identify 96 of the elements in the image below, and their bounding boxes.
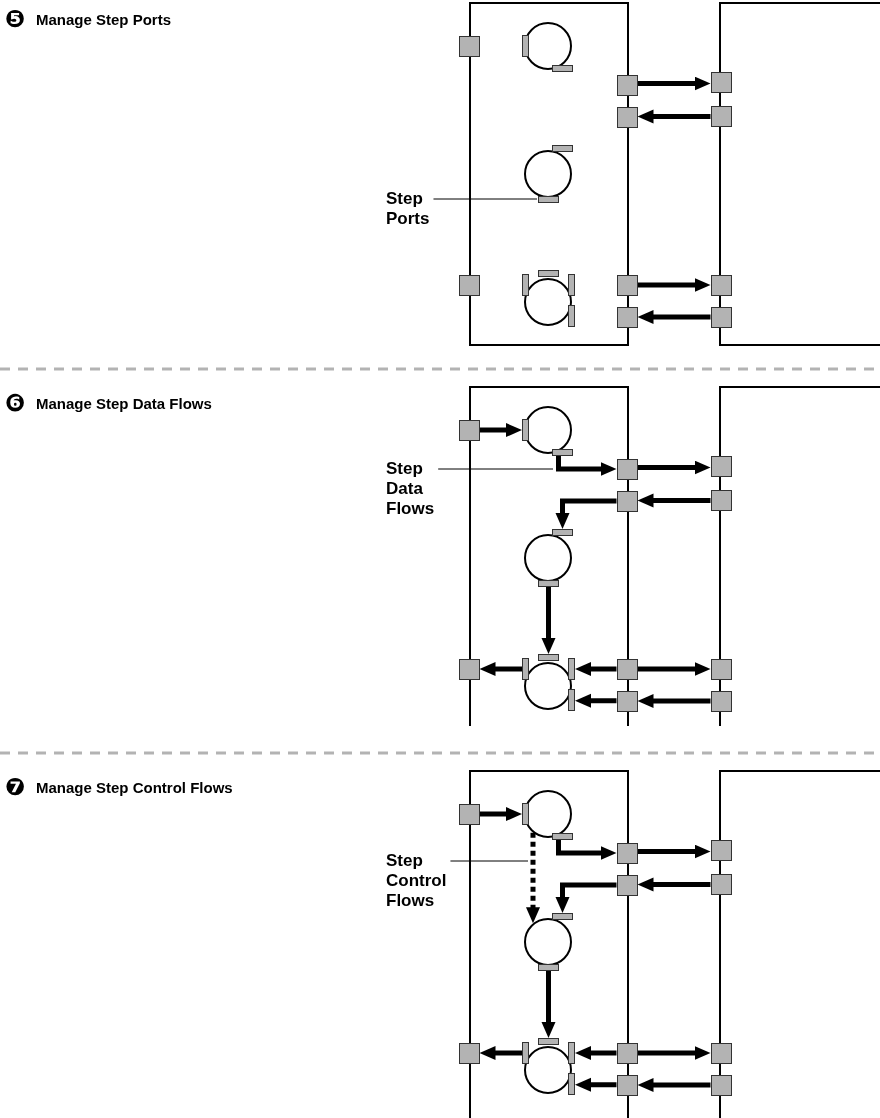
flow-arrow	[637, 1078, 711, 1092]
flow-arrow	[479, 807, 522, 821]
step-number: ❺	[5, 5, 26, 33]
flow-arrow	[575, 1077, 617, 1092]
step-port	[521, 418, 529, 441]
port-square	[616, 842, 638, 864]
port-square	[458, 658, 480, 680]
section-heading: Manage Step Data Flows	[36, 395, 212, 413]
flow-arrow	[556, 456, 617, 476]
step-port	[522, 658, 529, 680]
step-circle	[524, 22, 572, 70]
flow-arrow	[541, 587, 556, 654]
flow-arrow	[556, 840, 617, 860]
port-square	[458, 803, 480, 825]
port-square	[710, 658, 732, 680]
flow-arrow	[637, 1046, 711, 1060]
step-port	[551, 832, 573, 840]
flow-arrow	[637, 493, 711, 508]
port-square	[710, 455, 732, 477]
step-port	[538, 964, 559, 971]
port-square	[710, 306, 732, 328]
port-square	[710, 489, 732, 511]
port-square	[710, 839, 732, 861]
section-heading: Manage Step Ports	[36, 11, 172, 29]
section-heading: Manage Step Control Flows	[36, 779, 233, 797]
flow-arrow	[637, 76, 711, 91]
flow-arrow	[479, 423, 522, 437]
step-circle	[524, 790, 572, 838]
step-port	[568, 1073, 575, 1095]
flow-arrow	[637, 694, 711, 708]
step-circle	[524, 406, 572, 454]
port-square	[616, 658, 638, 680]
port-square	[616, 690, 638, 712]
step-port	[538, 654, 559, 661]
step-port	[552, 913, 573, 920]
flow-arrow	[637, 877, 711, 892]
flow-arrow	[575, 1046, 617, 1060]
port-square	[616, 874, 638, 896]
step-port	[568, 689, 575, 711]
flow-arrow	[637, 310, 711, 324]
port-square	[710, 105, 732, 127]
callout-label: Step Data Flows	[386, 459, 435, 519]
port-square	[710, 690, 732, 712]
port-square	[616, 1074, 638, 1096]
leader-line	[449, 860, 529, 862]
port-square	[616, 274, 638, 296]
step-port	[522, 274, 529, 296]
flow-arrow	[479, 662, 522, 676]
port-square	[616, 490, 638, 512]
port-square	[458, 1042, 480, 1064]
port-square	[710, 1042, 732, 1064]
flow-arrow	[575, 693, 617, 708]
port-square	[616, 74, 638, 96]
flow-arrow	[637, 460, 711, 475]
step-port	[522, 1042, 529, 1064]
step-port	[551, 64, 573, 72]
step-port	[551, 448, 573, 456]
leader-line	[437, 468, 554, 470]
step-port	[521, 34, 529, 57]
port-square	[616, 306, 638, 328]
callout-label: Step Control Flows	[386, 851, 447, 911]
step-port	[538, 270, 559, 277]
step-number: ❻	[5, 389, 26, 417]
port-square	[710, 1074, 732, 1096]
step-port	[568, 305, 575, 327]
port-square	[458, 35, 480, 57]
step-port	[521, 802, 529, 825]
step-port	[568, 274, 575, 296]
flow-arrow	[637, 844, 711, 859]
flow-arrow	[541, 971, 556, 1038]
step-port	[568, 1042, 575, 1064]
leader-line	[432, 198, 538, 200]
callout-label: Step Ports	[386, 189, 430, 229]
flow-arrow	[575, 662, 617, 676]
port-square	[458, 274, 480, 296]
port-square	[616, 106, 638, 128]
port-square	[710, 274, 732, 296]
port-square	[710, 873, 732, 895]
step-port	[538, 580, 559, 587]
step-port	[568, 658, 575, 680]
port-square	[458, 419, 480, 441]
flow-arrow	[637, 278, 711, 292]
port-square	[616, 1042, 638, 1064]
port-square	[710, 71, 732, 93]
step-number: ❼	[5, 773, 26, 801]
flow-arrow	[555, 498, 617, 529]
flow-arrow	[637, 662, 711, 676]
flow-arrow	[479, 1046, 522, 1060]
step-port	[538, 1038, 559, 1045]
flow-arrow	[555, 882, 617, 913]
step-port	[538, 196, 559, 203]
step-port	[552, 145, 573, 152]
port-square	[616, 458, 638, 480]
dashed-flow-arrow	[526, 832, 540, 924]
step-port	[552, 529, 573, 536]
flow-arrow	[637, 109, 711, 124]
